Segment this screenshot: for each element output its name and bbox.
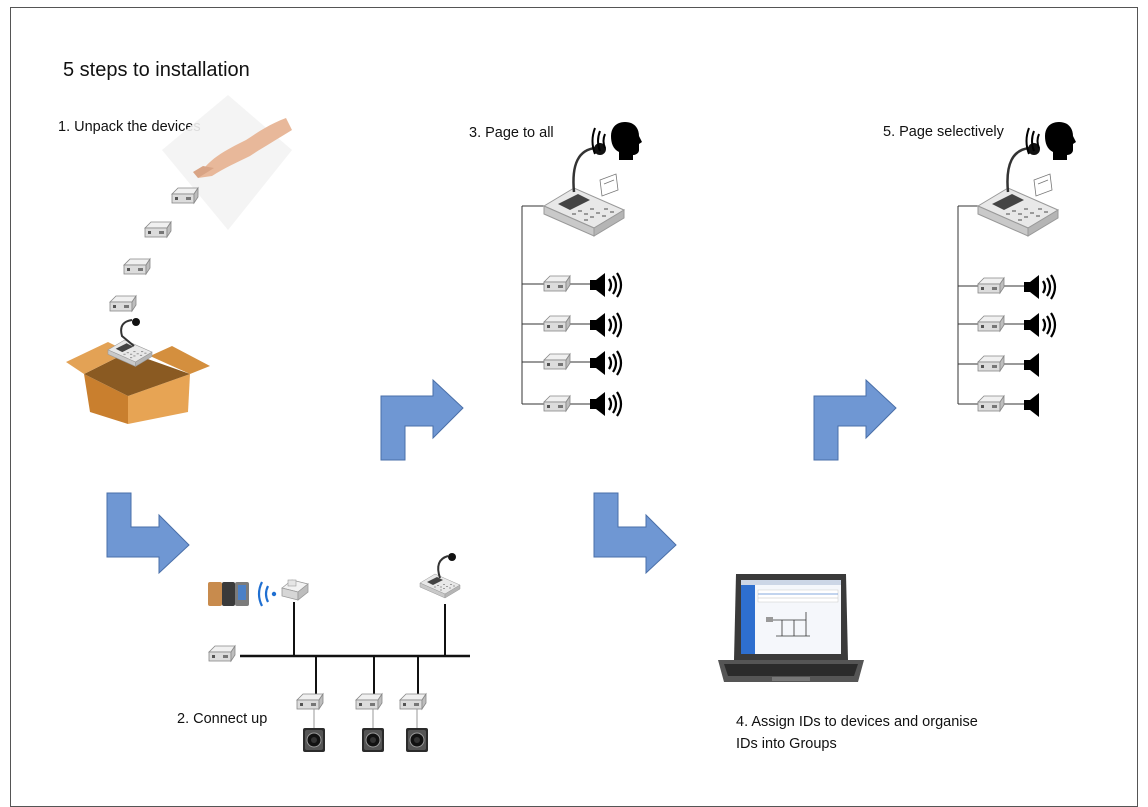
amplifier-device-icon xyxy=(399,693,427,710)
amplifier-device-icon xyxy=(977,315,1005,332)
step-5-group xyxy=(957,121,1077,417)
camera-icon xyxy=(361,727,385,753)
amplifier-device-icon xyxy=(123,258,151,275)
paging-console-icon xyxy=(977,187,1059,237)
amplifier-device-icon xyxy=(543,315,571,332)
step-4-label: 4. Assign IDs to devices and organise ID… xyxy=(736,714,978,752)
cardboard-box-icon xyxy=(66,342,210,424)
speaker-on-icon xyxy=(588,390,623,418)
camera-icon xyxy=(302,727,326,753)
speaker-on-icon xyxy=(588,271,623,299)
phone-icon xyxy=(208,582,249,606)
amplifier-device-icon xyxy=(977,355,1005,372)
arrow-step3-to-step4 xyxy=(593,492,677,574)
step-2-label: 2. Connect up xyxy=(177,711,268,727)
amplifier-device-icon xyxy=(208,645,236,662)
hand-icon xyxy=(193,118,292,178)
diagram-title: 5 steps to installation xyxy=(63,59,250,81)
arrow-step1-to-step2 xyxy=(106,492,190,574)
amplifier-device-icon xyxy=(543,353,571,370)
paging-console-icon xyxy=(543,187,625,237)
step-1-group xyxy=(66,95,292,424)
step-5-label: 5. Page selectively xyxy=(883,124,1004,140)
amplifier-device-icon xyxy=(355,693,383,710)
speaker-off-icon xyxy=(1024,393,1039,417)
camera-icon xyxy=(405,727,429,753)
speaker-on-icon xyxy=(588,349,623,377)
step-1-label: 1. Unpack the devices xyxy=(58,119,201,135)
amplifier-device-icon xyxy=(171,187,199,204)
amplifier-device-icon xyxy=(109,295,137,312)
amplifier-device-icon xyxy=(977,395,1005,412)
speaker-off-icon xyxy=(1024,353,1039,377)
step-3-label: 3. Page to all xyxy=(469,125,554,141)
router-icon xyxy=(281,579,309,601)
amplifier-device-icon xyxy=(977,277,1005,294)
speaker-on-icon xyxy=(588,311,623,339)
laptop-icon xyxy=(718,574,864,682)
amplifier-device-icon xyxy=(144,221,172,238)
amplifier-device-icon xyxy=(543,395,571,412)
arrow-step4-to-step5 xyxy=(813,379,897,461)
amplifier-device-icon xyxy=(296,693,324,710)
wifi-icon xyxy=(257,581,277,607)
amplifier-device-icon xyxy=(543,275,571,292)
speaker-on-icon xyxy=(1022,273,1057,301)
arrow-step2-to-step3 xyxy=(380,379,464,461)
step-3-group xyxy=(521,121,643,418)
step-2-group xyxy=(208,553,470,753)
speaker-on-icon xyxy=(1022,311,1057,339)
